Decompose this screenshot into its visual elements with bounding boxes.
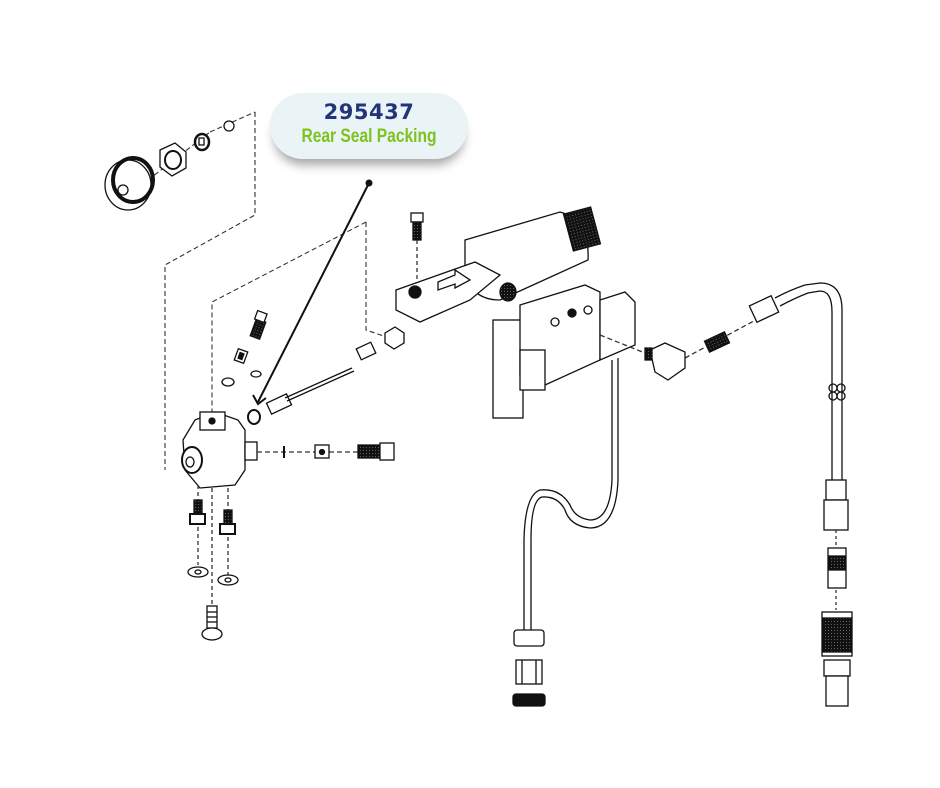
hose-icon[interactable] bbox=[748, 282, 849, 531]
bottom-bolt-icon[interactable] bbox=[201, 605, 223, 641]
bolt-icon[interactable] bbox=[410, 212, 424, 241]
hex-nut-icon[interactable] bbox=[159, 142, 187, 177]
part-callout[interactable]: 295437 Rear Seal Packing bbox=[270, 93, 468, 159]
fitting-icon[interactable] bbox=[221, 309, 268, 387]
cylinder-icon[interactable] bbox=[395, 206, 602, 323]
seal-icon[interactable] bbox=[247, 409, 261, 425]
callout-leader bbox=[252, 179, 373, 406]
o-ring-icon[interactable] bbox=[250, 370, 262, 378]
plug-icon[interactable] bbox=[283, 442, 395, 461]
body-icon[interactable] bbox=[181, 411, 258, 489]
needle-icon[interactable] bbox=[265, 326, 405, 415]
screw-icon[interactable] bbox=[223, 120, 235, 132]
retainer-icon[interactable] bbox=[193, 132, 211, 152]
valve-icon[interactable] bbox=[187, 499, 239, 586]
nipple-icon[interactable] bbox=[703, 331, 731, 353]
cap-icon[interactable] bbox=[104, 156, 155, 211]
coupler-icon[interactable] bbox=[821, 547, 853, 707]
part-number: 295437 bbox=[323, 100, 415, 124]
electrical-cable bbox=[523, 479, 619, 630]
connector-icon[interactable] bbox=[512, 629, 546, 707]
part-name: Rear Seal Packing bbox=[301, 126, 437, 147]
elbow-icon[interactable] bbox=[644, 342, 686, 381]
o-ring-icon[interactable] bbox=[221, 377, 235, 387]
solenoid-icon[interactable] bbox=[492, 284, 636, 480]
